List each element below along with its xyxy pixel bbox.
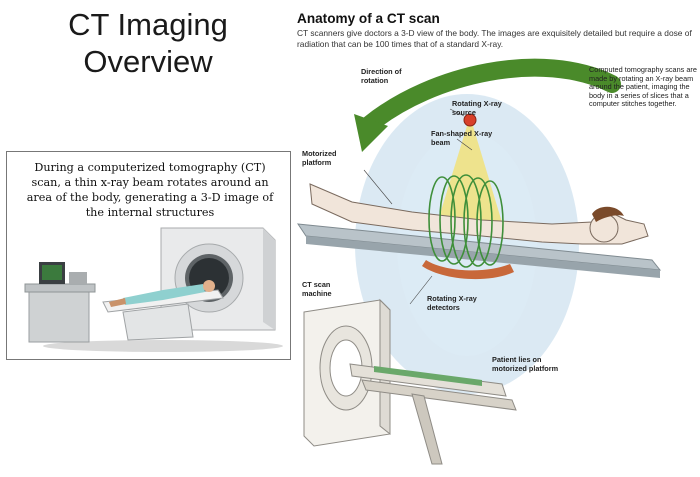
label-fan-shaped-beam: Fan-shaped X-ray beam <box>431 129 493 147</box>
label-side-note: Computed tomography scans are made by ro… <box>589 65 697 109</box>
title-line-2: Overview <box>83 44 213 79</box>
anatomy-subtitle: CT scanners give doctors a 3-D view of t… <box>297 28 692 49</box>
ct-scanner-photo <box>24 227 283 352</box>
label-motorized-platform: Motorized platform <box>302 149 337 167</box>
title-line-1: CT Imaging <box>68 7 228 42</box>
label-rotating-xray-source: Rotating X-ray source <box>452 99 502 117</box>
anatomy-title: Anatomy of a CT scan <box>297 11 440 26</box>
label-direction-of-rotation: Direction of rotation <box>361 67 402 85</box>
page-title: CT Imaging Overview <box>28 6 268 80</box>
label-ct-scan-machine: CT scan machine <box>302 280 332 298</box>
label-rotating-detectors: Rotating X-ray detectors <box>427 294 477 312</box>
label-patient-platform: Patient lies on motorized platform <box>492 355 559 373</box>
ct-anatomy-illustration <box>296 58 662 465</box>
ct-caption: During a computerized tomography (CT) sc… <box>26 161 274 219</box>
ct-photo-panel: During a computerized tomography (CT) sc… <box>6 151 291 360</box>
